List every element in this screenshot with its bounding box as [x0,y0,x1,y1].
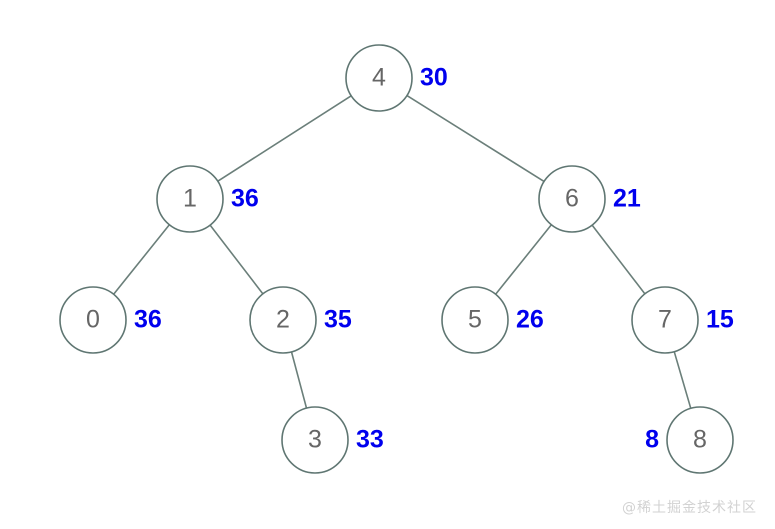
node-circle-6[interactable] [538,165,606,233]
node-key-4: 4 [372,64,386,92]
node-value-5: 26 [516,306,544,334]
node-circle-2[interactable] [249,286,317,354]
tree-edge-6-5 [494,223,553,296]
node-key-6: 6 [565,185,579,213]
node-circle-5[interactable] [441,286,509,354]
node-key-5: 5 [468,306,482,334]
tree-node-6[interactable]: 6 21 [538,165,641,233]
node-value-4: 30 [420,64,448,92]
watermark-text: @稀土掘金技术社区 [622,500,757,516]
node-value-3: 33 [356,426,384,454]
tree-node-7[interactable]: 7 15 [631,286,734,354]
node-circle-7[interactable] [631,286,699,354]
tree-edge-4-6 [406,94,545,183]
tree-edge-6-7 [591,224,646,295]
tree-edge-1-0 [112,223,171,296]
tree-edge-2-3 [290,351,308,409]
node-value-7: 15 [706,306,734,334]
node-circle-3[interactable] [281,406,349,474]
node-key-2: 2 [276,306,290,334]
tree-edge-1-2 [209,224,264,295]
tree-node-5[interactable]: 5 26 [441,286,544,354]
node-value-8: 8 [645,426,659,454]
tree-edge-4-1 [216,94,353,183]
node-value-1: 36 [231,185,259,213]
node-key-8: 8 [693,426,707,454]
tree-node-2[interactable]: 2 35 [249,286,352,354]
tree-node-4[interactable]: 4 30 [345,44,448,112]
node-circle-0[interactable] [59,286,127,354]
node-circle-4[interactable] [345,44,413,112]
tree-edge-7-8 [673,350,692,410]
node-value-6: 21 [613,185,641,213]
node-key-3: 3 [308,426,322,454]
tree-node-1[interactable]: 1 36 [156,165,259,233]
node-key-7: 7 [658,306,672,334]
node-circle-8[interactable] [666,406,734,474]
node-value-0: 36 [134,306,162,334]
edges-layer [112,94,692,410]
node-circle-1[interactable] [156,165,224,233]
tree-node-8[interactable]: 88 [645,406,734,474]
node-key-1: 1 [183,185,197,213]
node-key-0: 0 [86,306,100,334]
node-value-2: 35 [324,306,352,334]
tree-node-0[interactable]: 0 36 [59,286,162,354]
